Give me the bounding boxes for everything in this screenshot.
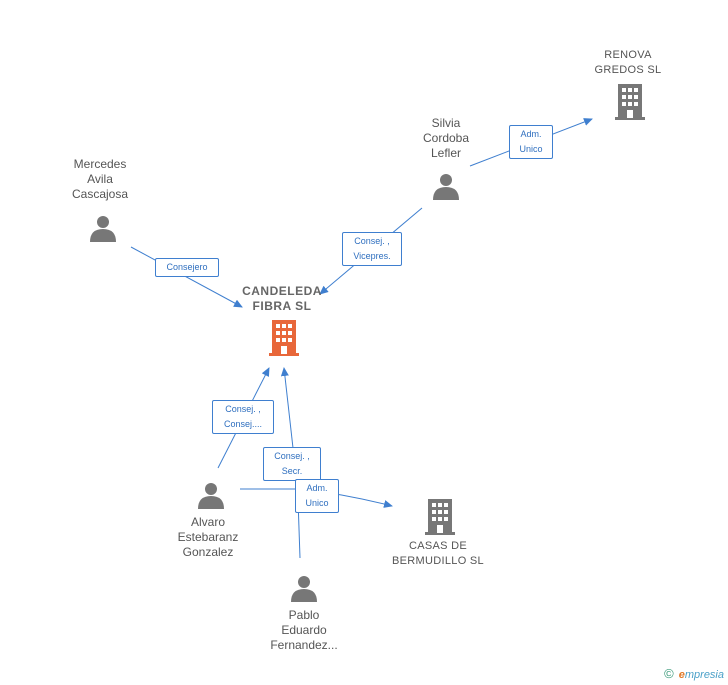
brand-name: mpresia (684, 669, 724, 681)
person-label-pablo[interactable]: Pablo Eduardo Fernandez... (270, 608, 338, 652)
edge-label-pablo-main: Consej. , Secr. (263, 447, 321, 481)
building-icon-main (269, 320, 299, 356)
edge-label-silvia-main: Consej. , Vicepres. (342, 232, 402, 266)
person-label-alvaro[interactable]: Alvaro Estebaranz Gonzalez (177, 515, 239, 559)
person-icon-mercedes (90, 216, 116, 242)
person-label-mercedes[interactable]: Mercedes Avila Cascajosa (71, 157, 129, 201)
edge-label-mercedes-main: Consejero (155, 258, 219, 277)
building-icon-renova (615, 84, 645, 120)
person-label-silvia[interactable]: Silvia Cordoba Lefler (422, 116, 470, 160)
edge-label-silvia-renova: Adm. Unico (509, 125, 553, 159)
edge-label-alvaro-casas: Adm. Unico (295, 479, 339, 513)
edge-label-alvaro-main: Consej. , Consej.... (212, 400, 274, 434)
edge-mercedes-main (130, 246, 243, 308)
company-label-casas[interactable]: CASAS DE BERMUDILLO SL (392, 540, 484, 567)
empresia-logo: © empresia (664, 666, 724, 681)
company-label-main[interactable]: CANDELEDA FIBRA SL (242, 284, 322, 313)
copyright-icon: © (664, 666, 674, 681)
edge-pablo-main (280, 367, 294, 449)
person-icon-silvia (433, 174, 459, 200)
person-icon-alvaro (198, 483, 224, 509)
company-label-renova[interactable]: RENOVA GREDOS SL (594, 49, 662, 76)
person-icon-pablo (291, 576, 317, 602)
building-icon-casas (425, 499, 455, 535)
brand-initial: e (678, 669, 685, 681)
